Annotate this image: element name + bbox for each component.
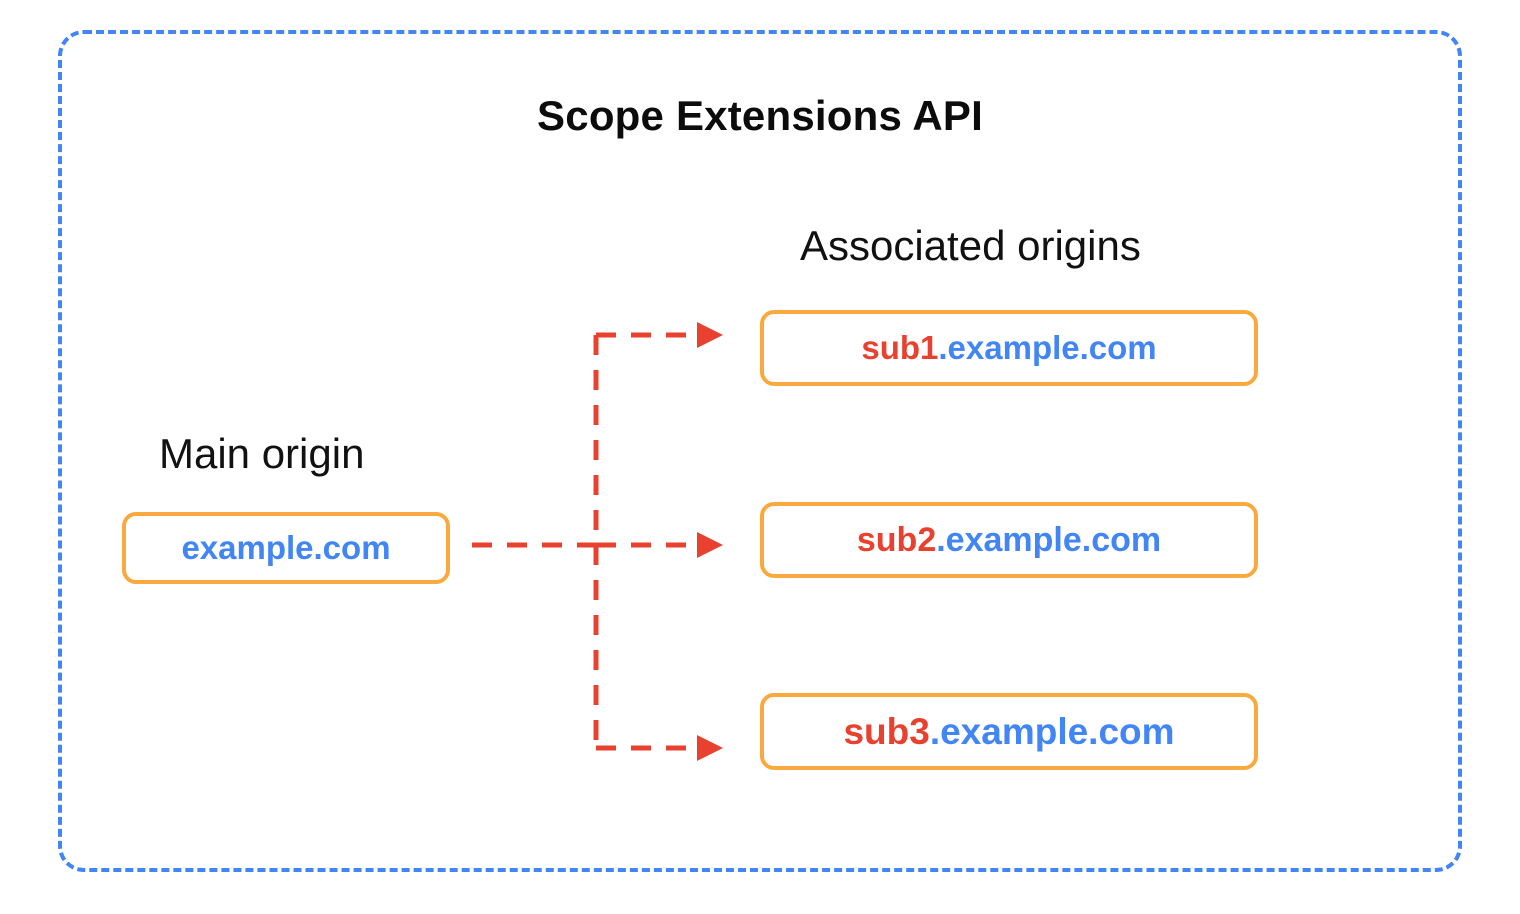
associated-origin-sub1[interactable]: sub1.example.com	[760, 310, 1258, 386]
associated-origin-sub3[interactable]: sub3.example.com	[760, 693, 1258, 770]
main-origin-label: Main origin	[159, 430, 365, 477]
sub1-sub-text: sub1	[861, 329, 939, 366]
sub2-domain-text: .example.com	[936, 520, 1162, 559]
main-origin-domain-text: example.com	[181, 529, 391, 566]
associated-origin-sub2[interactable]: sub2.example.com	[760, 502, 1258, 578]
sub1-domain-text: .example.com	[938, 329, 1157, 366]
diagram-title: Scope Extensions API	[537, 92, 983, 139]
sub3-sub-text: sub3	[843, 710, 930, 752]
scope-extensions-frame	[58, 30, 1462, 872]
main-origin-box[interactable]: example.com	[122, 512, 450, 584]
sub3-domain-text: .example.com	[929, 710, 1175, 752]
sub2-sub-text: sub2	[856, 520, 937, 559]
associated-origins-label: Associated origins	[800, 222, 1141, 269]
